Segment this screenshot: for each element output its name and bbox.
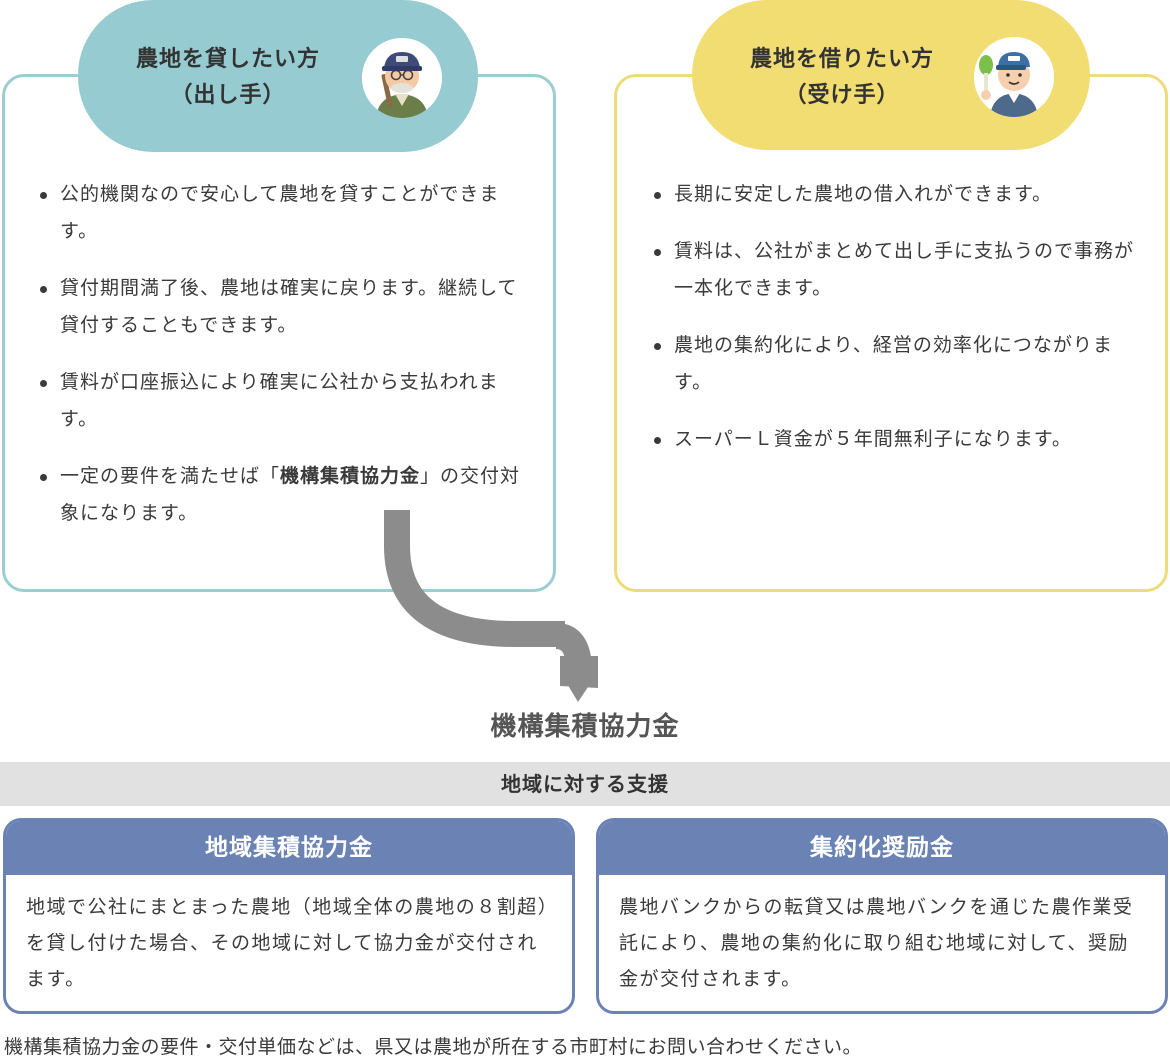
list-item: 貸付期間満了後、農地は確実に戻ります。継続して貸付することもできます。 bbox=[36, 270, 536, 344]
list-item: 賃料が口座振込により確実に公社から支払われます。 bbox=[36, 364, 536, 438]
regional-support-band: 地域に対する支援 bbox=[0, 762, 1170, 806]
list-item: 賃料は、公社がまとめて出し手に支払うので事務が一本化できます。 bbox=[650, 233, 1150, 307]
regional-cooperation-card: 地域集積協力金 地域で公社にまとまった農地（地域全体の農地の８割超）を貸し付けた… bbox=[3, 818, 575, 1014]
footnote: 機構集積協力金の要件・交付単価などは、県又は農地が所在する市町村にお問い合わせく… bbox=[4, 1036, 863, 1058]
lender-header: 農地を貸したい方 （出し手） bbox=[78, 0, 478, 152]
list-item: スーパーＬ資金が５年間無利子になります。 bbox=[650, 421, 1150, 458]
lender-title-line2: （出し手） bbox=[170, 83, 286, 108]
card-body: 農地バンクからの転貸又は農地バンクを通じた農作業受託により、農地の集約化に取り組… bbox=[619, 896, 1134, 990]
borrower-title: 農地を借りたい方 （受け手） bbox=[702, 42, 982, 114]
borrower-benefits-list: 長期に安定した農地の借入れができます。 賃料は、公社がまとめて出し手に支払うので… bbox=[650, 176, 1150, 478]
consolidation-incentive-card: 集約化奨励金 農地バンクからの転貸又は農地バンクを通じた農作業受託により、農地の… bbox=[596, 818, 1168, 1014]
list-item: 一定の要件を満たせば「機構集積協力金」の交付対象になります。 bbox=[36, 458, 536, 532]
curved-arrow-down-icon bbox=[384, 510, 598, 702]
young-farmer-icon bbox=[974, 37, 1054, 117]
lender-panel bbox=[2, 74, 556, 592]
borrower-title-line2: （受け手） bbox=[784, 83, 900, 108]
list-item: 農地の集約化により、経営の効率化につながります。 bbox=[650, 327, 1150, 401]
lender-benefits-list: 公的機関なので安心して農地を貸すことができます。 貸付期間満了後、農地は確実に戻… bbox=[36, 176, 536, 552]
borrower-header: 農地を借りたい方 （受け手） bbox=[692, 0, 1090, 150]
lender-title-line1: 農地を貸したい方 bbox=[135, 47, 320, 72]
subsidy-heading: 機構集積協力金 bbox=[490, 712, 680, 742]
card-body: 地域で公社にまとまった農地（地域全体の農地の８割超）を貸し付けた場合、その地域に… bbox=[26, 896, 549, 990]
elderly-farmer-icon bbox=[362, 38, 442, 118]
borrower-title-line1: 農地を借りたい方 bbox=[749, 47, 934, 72]
list-item: 公的機関なので安心して農地を貸すことができます。 bbox=[36, 176, 536, 250]
card-title: 地域集積協力金 bbox=[6, 821, 572, 875]
highlight-term: 機構集積協力金 bbox=[280, 465, 421, 487]
lender-title: 農地を貸したい方 （出し手） bbox=[88, 42, 368, 114]
list-item: 長期に安定した農地の借入れができます。 bbox=[650, 176, 1150, 213]
card-title: 集約化奨励金 bbox=[599, 821, 1165, 875]
